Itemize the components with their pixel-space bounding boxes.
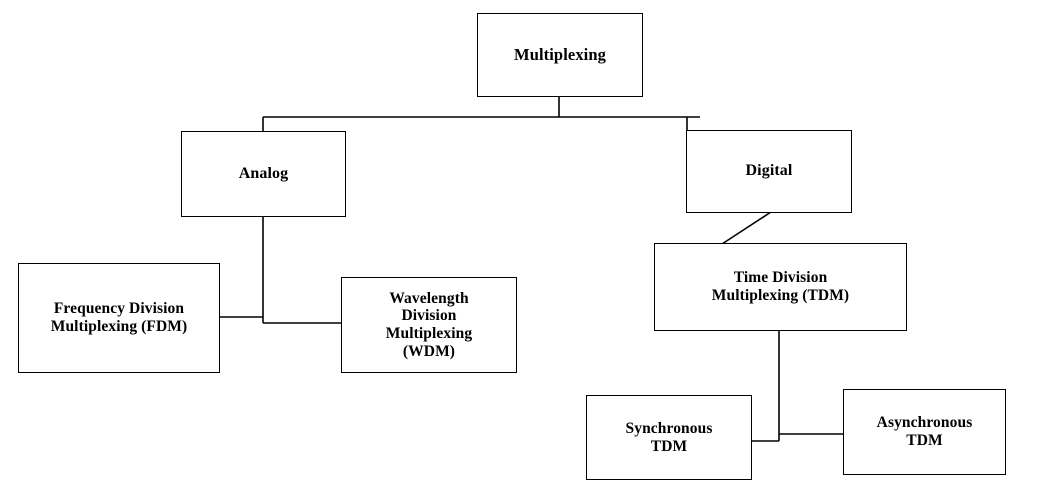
node-digital[interactable]: Digital [686, 130, 852, 213]
node-wdm[interactable]: Wavelength Division Multiplexing (WDM) [341, 277, 517, 373]
node-analog-label: Analog [238, 164, 289, 182]
node-multiplexing-label: Multiplexing [514, 44, 606, 64]
node-asynchronous-tdm-label: Asynchronous TDM [876, 414, 973, 449]
node-tdm-label: Time Division Multiplexing (TDM) [711, 269, 850, 304]
edge-digital-to-tdm [721, 211, 772, 245]
node-analog[interactable]: Analog [181, 131, 346, 217]
node-digital-label: Digital [745, 162, 793, 180]
node-multiplexing[interactable]: Multiplexing [477, 13, 643, 97]
node-fdm-label: Frequency Division Multiplexing (FDM) [50, 300, 188, 335]
node-wdm-label: Wavelength Division Multiplexing (WDM) [385, 289, 473, 360]
node-synchronous-tdm-label: Synchronous TDM [625, 419, 713, 455]
node-fdm[interactable]: Frequency Division Multiplexing (FDM) [18, 263, 220, 373]
node-synchronous-tdm[interactable]: Synchronous TDM [586, 395, 752, 480]
node-tdm[interactable]: Time Division Multiplexing (TDM) [654, 243, 907, 331]
node-asynchronous-tdm[interactable]: Asynchronous TDM [843, 389, 1006, 475]
